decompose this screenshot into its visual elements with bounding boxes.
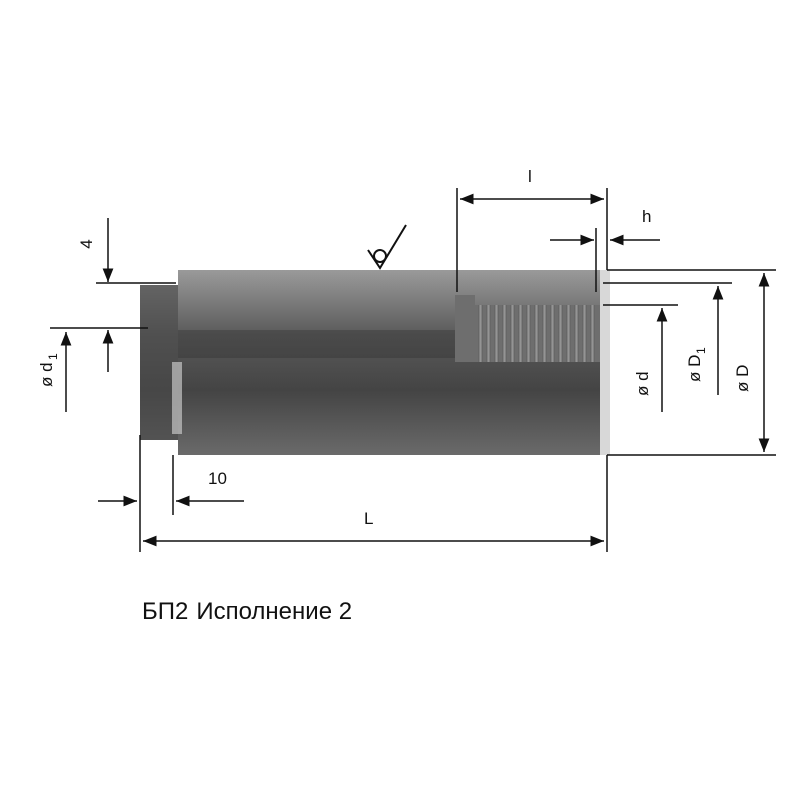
- label-phi-D1: ø D: [685, 355, 704, 382]
- thread-ridge: [478, 305, 483, 362]
- label-phi-D1-sub: 1: [694, 347, 708, 354]
- thread-ridge: [574, 305, 579, 362]
- finish-symbol: [367, 224, 407, 270]
- thread-ridge: [542, 305, 547, 362]
- thread-ridge: [550, 305, 555, 362]
- caption-code: БП2: [142, 598, 189, 625]
- label-L: L: [364, 509, 373, 528]
- thread-ridge: [582, 305, 587, 362]
- label-l: l: [528, 167, 532, 186]
- threaded-section: [455, 295, 600, 362]
- thread-ridge: [518, 305, 523, 362]
- label-phi-d1: ø d: [37, 362, 56, 387]
- thread-ridge: [590, 305, 595, 362]
- thread-ridge: [534, 305, 539, 362]
- caption: БП2 Исполнение 2: [142, 598, 360, 626]
- thread-ridge: [502, 305, 507, 362]
- label-phi-d: ø d: [633, 371, 652, 396]
- label-4: 4: [77, 239, 96, 248]
- thread-ridge: [494, 305, 499, 362]
- label-10: 10: [208, 469, 227, 488]
- cylinder-body: [140, 270, 610, 455]
- label-h: h: [642, 207, 651, 226]
- thread-ridge: [510, 305, 515, 362]
- caption-variant: Исполнение 2: [196, 598, 353, 625]
- thread-ridge: [486, 305, 491, 362]
- thread-ridge: [566, 305, 571, 362]
- label-phi-d1-sub: 1: [46, 353, 60, 360]
- label-phi-D: ø D: [733, 365, 752, 392]
- thread-ridge: [558, 305, 563, 362]
- thread-ridge: [526, 305, 531, 362]
